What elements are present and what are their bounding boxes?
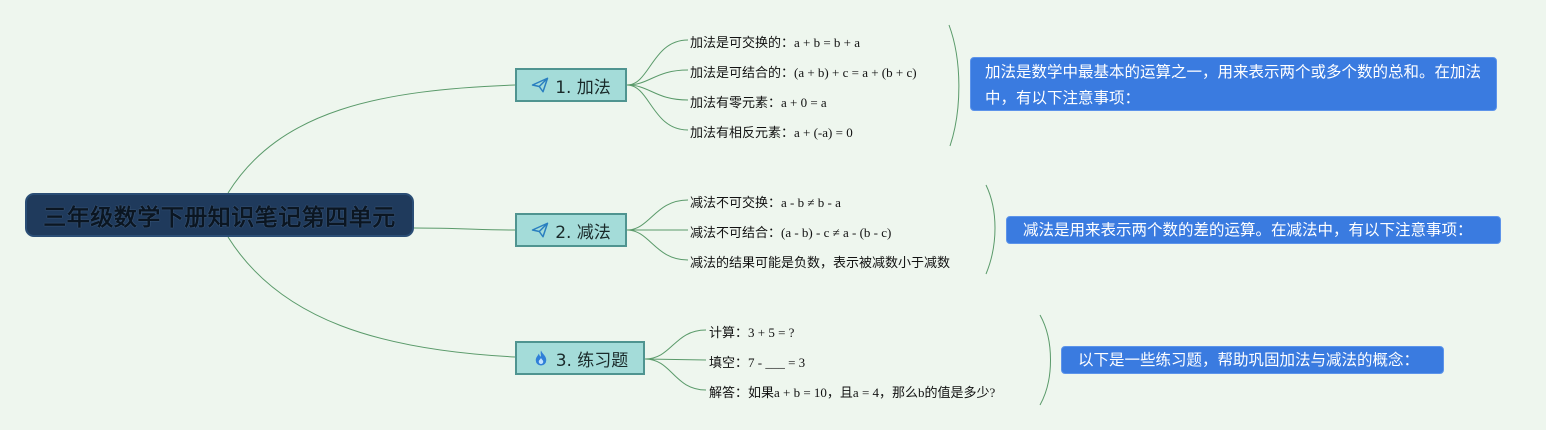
central-topic-title: 三年级数学下册知识笔记第四单元 (43, 205, 396, 231)
topic-1-to-leaf-3-line (626, 84, 689, 101)
leaf-addition-2[interactable]: 加法是可结合的：(a + b) + c = a + (b + c) (690, 65, 917, 80)
summary-note-practice[interactable]: 以下是一些练习题，帮助巩固加法与减法的概念： (1061, 346, 1444, 374)
leaf-subtraction-1[interactable]: 减法不可交换：a - b ≠ b - a (690, 195, 841, 210)
topic-3-to-leaf-1-line (644, 329, 707, 360)
summary-bracket-2 (985, 184, 996, 275)
summary-note-subtraction[interactable]: 减法是用来表示两个数的差的运算。在减法中，有以下注意事项： (1006, 216, 1501, 244)
topic-2-to-leaf-1-line (626, 199, 689, 231)
paper-plane-icon (531, 76, 549, 94)
topic-subtraction-label: 2. 减法 (555, 222, 611, 243)
summary-bracket-3 (1039, 314, 1051, 406)
paper-plane-icon (531, 221, 549, 239)
root-to-topic-2-line (413, 227, 516, 231)
root-to-topic-1-line (227, 84, 516, 194)
topic-practice-label: 3. 练习题 (555, 350, 629, 371)
fire-icon (532, 349, 550, 367)
topic-1-to-leaf-1-line (626, 39, 689, 86)
leaf-addition-1[interactable]: 加法是可交换的：a + b = b + a (690, 35, 861, 50)
topic-3-to-leaf-3-line (644, 358, 707, 391)
leaf-subtraction-2[interactable]: 减法不可结合：(a - b) - c ≠ a - (b - c) (690, 225, 892, 240)
root-to-topic-3-line (227, 236, 516, 358)
leaf-addition-3[interactable]: 加法有零元素：a + 0 = a (690, 95, 827, 110)
leaf-subtraction-3[interactable]: 减法的结果可能是负数，表示被减数小于减数 (690, 255, 951, 270)
summary-bracket-1 (948, 24, 960, 147)
leaf-practice-2[interactable]: 填空：7 - ___ = 3 (709, 355, 806, 370)
topic-2-to-leaf-3-line (626, 229, 689, 261)
topic-practice[interactable]: 3. 练习题 (515, 341, 645, 375)
leaf-addition-4[interactable]: 加法有相反元素：a + (-a) = 0 (690, 125, 853, 140)
topic-addition[interactable]: 1. 加法 (515, 68, 627, 102)
leaf-practice-3[interactable]: 解答：如果a + b = 10，且a = 4，那么b的值是多少? (709, 385, 996, 400)
topic-1-to-leaf-4-line (626, 84, 689, 131)
topic-subtraction[interactable]: 2. 减法 (515, 213, 627, 247)
topic-1-to-leaf-2-line (626, 69, 689, 86)
topic-addition-label: 1. 加法 (555, 77, 611, 98)
summary-note-addition[interactable]: 加法是数学中最基本的运算之一，用来表示两个或多个数的总和。在加法中，有以下注意事… (970, 57, 1497, 111)
topic-3-to-leaf-2-line (644, 358, 707, 361)
leaf-practice-1[interactable]: 计算：3 + 5 = ? (709, 325, 795, 340)
central-topic[interactable]: 三年级数学下册知识笔记第四单元 (25, 193, 414, 237)
